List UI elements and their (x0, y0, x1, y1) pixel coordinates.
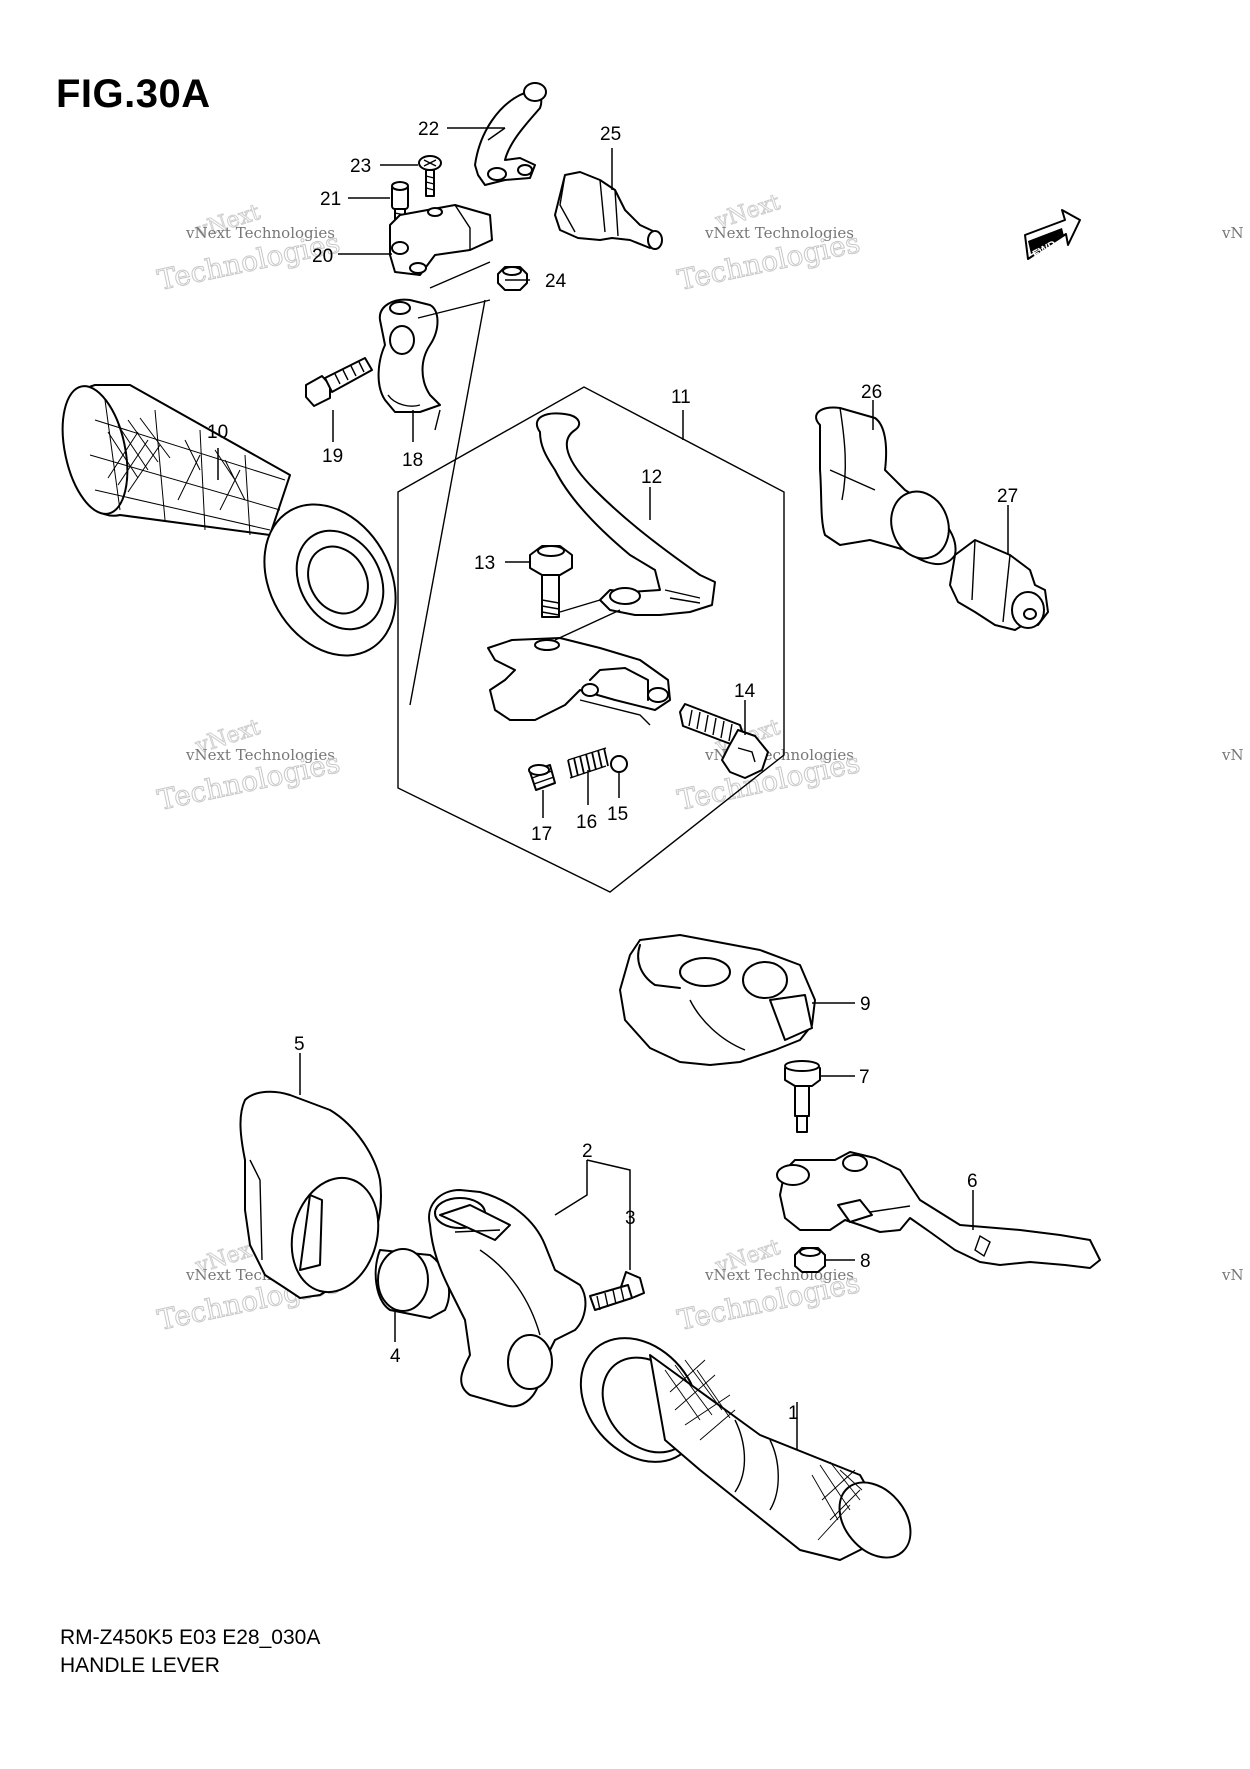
callout-2: 2 (582, 1141, 593, 1162)
figure-title: FIG.30A (56, 72, 211, 116)
callout-14: 14 (734, 681, 756, 702)
callout-8: 8 (860, 1251, 871, 1272)
callout-12: 12 (641, 467, 662, 488)
callout-17: 17 (531, 824, 552, 845)
watermark-small: vNext Technologies (185, 224, 335, 242)
part-12-lever-blade (535, 412, 716, 616)
leader-lines (217, 127, 1009, 1450)
callout-18: 18 (402, 450, 423, 471)
callout-labels: 1 2 3 4 5 6 7 8 9 10 11 12 13 14 15 16 1… (207, 119, 1018, 1424)
part-22-hot-start-lever (474, 82, 547, 186)
watermark-small: vNext Technologies (704, 224, 854, 242)
part-18-clamp (377, 298, 441, 413)
watermark-small: vNext Technologies (185, 746, 335, 764)
part-8-nut (794, 1247, 826, 1273)
part-11-lever-perch (487, 599, 671, 726)
part-23-screw (418, 155, 442, 197)
part-20-lever-holder (389, 204, 493, 276)
part-11-lever-assembly-outline (397, 386, 785, 893)
callout-25: 25 (600, 124, 621, 145)
callout-1: 1 (788, 1403, 799, 1424)
part-25-hot-start-plunger (554, 171, 663, 250)
part-5-throttle-cover (239, 1090, 382, 1299)
callout-16: 16 (576, 812, 597, 833)
callout-27: 27 (997, 486, 1018, 507)
callout-22: 22 (418, 119, 439, 140)
part-9-boot-cover (619, 934, 816, 1066)
callout-4: 4 (390, 1346, 401, 1367)
callout-7: 7 (859, 1067, 870, 1088)
section-name: HANDLE LEVER (60, 1654, 220, 1677)
part-14-cable-adjuster (679, 703, 769, 779)
part-17-spring (528, 764, 556, 791)
part-3-screw (589, 1271, 645, 1311)
part-2-throttle-housing (428, 1189, 587, 1408)
part-26-lever-cover (815, 406, 957, 565)
callout-3: 3 (625, 1208, 636, 1229)
callout-6: 6 (967, 1171, 978, 1192)
assembly-guide-lines (409, 261, 491, 706)
callout-26: 26 (861, 382, 882, 403)
callout-20: 20 (312, 246, 333, 267)
watermark-small-edge: vN (1221, 746, 1244, 764)
callout-13: 13 (474, 553, 495, 574)
callout-23: 23 (350, 156, 371, 177)
watermark-small-edge: vN (1221, 224, 1244, 242)
fwd-arrow-icon: FWD (1024, 209, 1081, 261)
watermark-small-edge: vN (1221, 1266, 1244, 1284)
part-24-nut (497, 266, 528, 291)
part-7-pivot-pin (784, 1060, 821, 1133)
part-6-brake-lever (776, 1151, 1101, 1269)
callout-11: 11 (671, 387, 691, 408)
callout-9: 9 (860, 994, 871, 1015)
callout-15: 15 (607, 804, 628, 825)
part-15-ball (610, 755, 628, 773)
part-27-adjuster-knob (949, 539, 1049, 631)
model-code: RM-Z450K5 E03 E28_030A (60, 1626, 321, 1649)
part-1-right-grip (579, 1337, 912, 1561)
part-19-bolt (305, 357, 373, 407)
callout-10: 10 (207, 422, 228, 443)
part-10-left-grip (61, 384, 397, 657)
callout-24: 24 (545, 271, 567, 292)
part-13-pivot-bolt (529, 545, 573, 618)
callout-5: 5 (294, 1034, 305, 1055)
callout-21: 21 (320, 189, 341, 210)
part-16-spring (567, 747, 609, 779)
callout-19: 19 (322, 446, 343, 467)
